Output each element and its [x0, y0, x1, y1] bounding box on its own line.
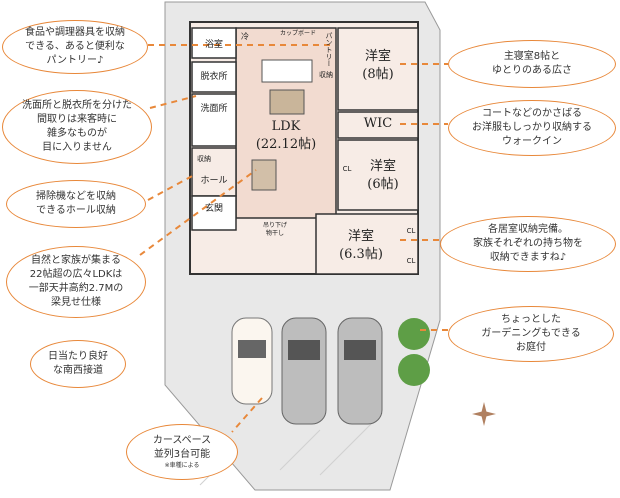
room-bath: 浴室	[204, 40, 223, 50]
leader-washroom	[149, 95, 197, 109]
western1-floor	[337, 27, 419, 111]
callout-pantry: 食品や調理器具を収納 できる、あると便利な パントリー♪	[2, 20, 148, 74]
callout-hall: 掃除機などを収納 できるホール収納	[6, 180, 146, 228]
callout-garden: ちょっとした ガーデニングもできる お庭付	[448, 306, 614, 362]
room-ldk: LDK (22.12帖)	[255, 119, 317, 152]
callout-carspace: カースペース 並列3台可能 ※車種による	[126, 424, 238, 480]
dining-table	[269, 89, 305, 115]
room-storage1: 収納	[197, 155, 211, 163]
room-cl-2: CL	[406, 227, 416, 235]
compass-icon	[472, 402, 496, 426]
dressing-floor	[191, 61, 237, 93]
room-cl-3: CL	[406, 257, 416, 265]
callout-washroom: 洗面所と脱衣所を分けた 間取りは来客時に 雑多なものが 目に入りません	[2, 90, 152, 164]
tree-1	[398, 318, 430, 350]
leader-carspace	[231, 397, 263, 433]
room-cl-1: CL	[342, 165, 352, 173]
room-wic: WIC	[363, 116, 393, 131]
callout-wic: コートなどのかさばる お洋服もしっかり収納する ウォークイン	[448, 100, 616, 156]
tree-2	[398, 354, 430, 386]
room-western1: 洋室 (8帖)	[362, 49, 394, 82]
western2-floor	[337, 139, 419, 211]
callout-ldk: 自然と家族が集まる 22帖超の広々LDKは 一部天井高約2.7Mの 梁見せ仕様	[6, 246, 146, 318]
leader-ldk	[139, 169, 257, 256]
room-entrance: 玄関	[204, 204, 223, 214]
sofa	[251, 159, 277, 191]
room-pantry: パントリー	[325, 32, 333, 67]
carspace-note: ※車種による	[164, 462, 200, 469]
room-hall: ホール	[200, 176, 228, 186]
room-beam-drop: 吊り下げ 物干し	[262, 222, 287, 237]
car-2	[281, 317, 327, 425]
car-3	[337, 317, 383, 425]
room-dressing: 脱衣所	[200, 72, 228, 82]
callout-master: 主寝室8帖と ゆとりのある広さ	[448, 40, 616, 88]
callout-south: 日当たり良好 な南西接道	[30, 340, 126, 388]
western3-floor	[315, 213, 419, 275]
kitchen-counter	[261, 59, 313, 83]
room-cupboard: カップボード	[279, 30, 316, 37]
leader-hall	[147, 173, 197, 201]
car-1	[231, 317, 273, 405]
room-western2: 洋室 (6帖)	[367, 159, 399, 192]
washroom-floor	[191, 93, 237, 147]
room-storage2: 収納	[319, 71, 333, 79]
callout-rooms: 各居室収納完備。 家族それぞれの持ち物を 収納できますね♪	[440, 216, 616, 272]
hall-floor	[191, 147, 237, 197]
room-cupboard-short: 冷	[241, 32, 249, 41]
bath-floor	[191, 27, 237, 59]
room-washroom: 洗面所	[200, 104, 228, 114]
room-western3: 洋室 (6.3帖)	[339, 229, 383, 262]
